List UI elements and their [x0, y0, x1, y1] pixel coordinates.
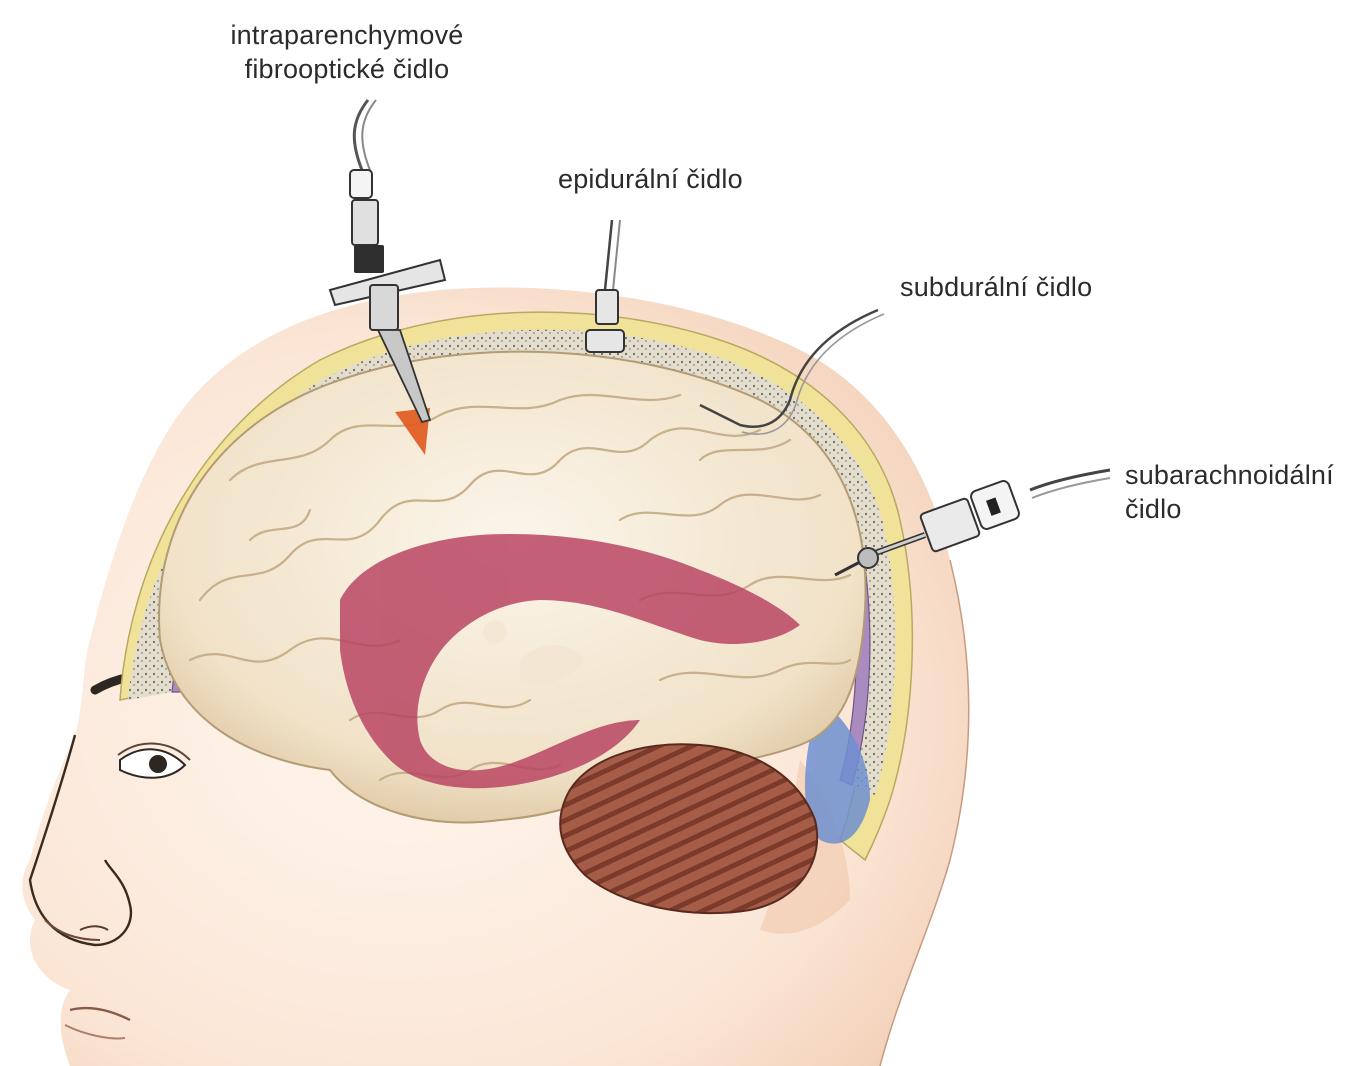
label-subarachnoid-sensor: subarachnoidální čidlo: [1125, 458, 1334, 526]
label-intraparenchymal-sensor: intraparenchymové fibrooptické čidlo: [222, 18, 472, 86]
label-intraparenchymal-line2: fibrooptické čidlo: [222, 52, 472, 86]
epidural-sensor: [586, 220, 624, 352]
label-intraparenchymal-line1: intraparenchymové: [222, 18, 472, 52]
label-subarachnoid-line1: subarachnoidální: [1125, 458, 1334, 492]
label-subdural-sensor: subdurální čidlo: [900, 270, 1092, 304]
label-epidural-sensor: epidurální čidlo: [558, 162, 743, 196]
label-subarachnoid-line2: čidlo: [1125, 492, 1334, 526]
